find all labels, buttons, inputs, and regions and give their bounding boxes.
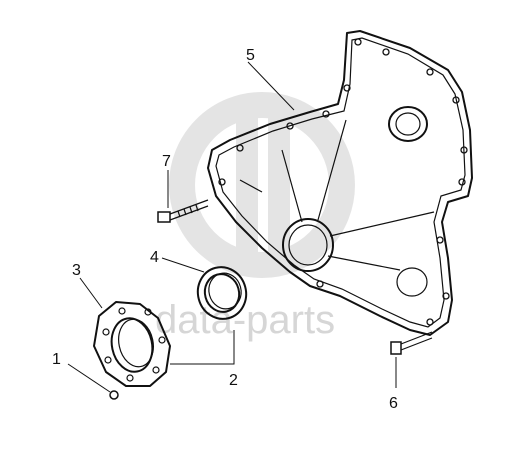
gear-cover-part[interactable] xyxy=(207,30,473,336)
leader-lines xyxy=(67,61,397,393)
seal-carrier-part[interactable] xyxy=(93,301,171,387)
callout-3: 3 xyxy=(72,262,81,279)
callout-2: 2 xyxy=(229,372,238,389)
oil-seal-part[interactable] xyxy=(192,262,252,325)
small-screw-part[interactable] xyxy=(109,390,119,400)
callout-1: 1 xyxy=(52,351,61,368)
watermark-text: data-parts xyxy=(155,298,335,342)
callout-4: 4 xyxy=(150,249,159,266)
watermark-logo-icon xyxy=(169,92,355,278)
callout-6: 6 xyxy=(389,395,398,412)
bolt-6-part[interactable] xyxy=(390,331,433,355)
callout-5: 5 xyxy=(246,47,255,64)
callout-labels: 1 2 3 4 5 6 7 xyxy=(52,47,398,412)
callout-7: 7 xyxy=(162,153,171,170)
bolt-7-part[interactable] xyxy=(157,199,209,223)
